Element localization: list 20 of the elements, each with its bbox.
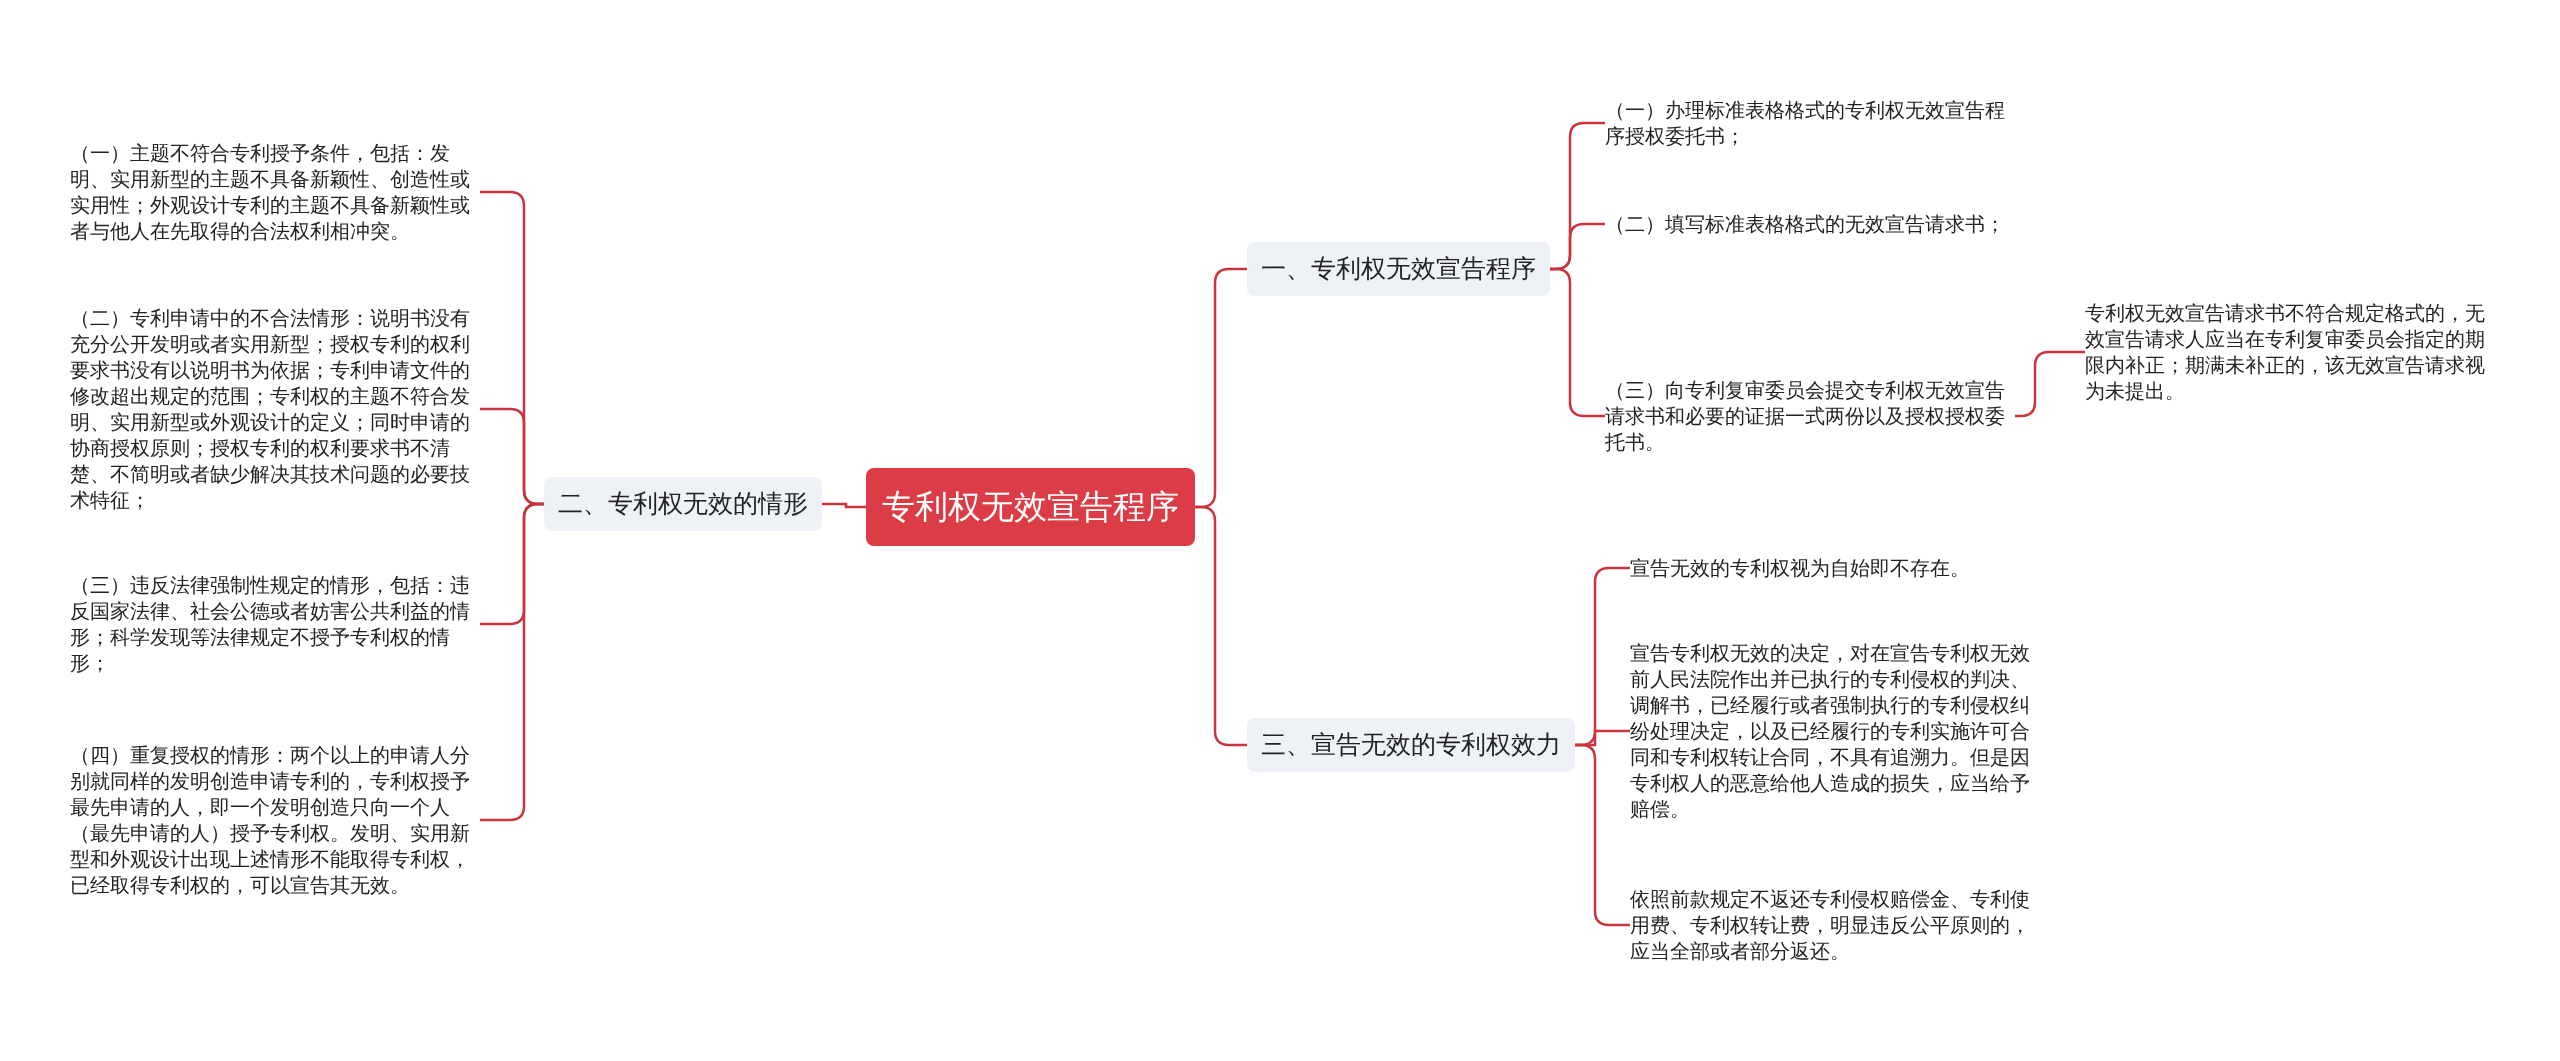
topic-text: （三）违反法律强制性规定的情形，包括：违反国家法律、社会公德或者妨害公共利益的情形；科学发现等法律规定不授予专利权的情形； (70, 572, 480, 676)
topic-text: 专利权无效宣告请求书不符合规定格式的，无效宣告请求人应当在专利复审委员会指定的期限内补正；期满未补正的，该无效宣告请求视为未提出。 (2085, 300, 2495, 404)
topic-text: （二）填写标准表格格式的无效宣告请求书； (1605, 211, 2015, 237)
topic-text: 依照前款规定不返还专利侵权赔偿金、专利使用费、专利权转让费，明显违反公平原则的，应当全部或者部分返还。 (1630, 886, 2040, 964)
root-box: 专利权无效宣告程序 (866, 468, 1195, 546)
connector-line (822, 502, 866, 509)
topic-text: （三）向专利复审委员会提交专利权无效宣告请求书和必要的证据一式两份以及授权授权委托书。 (1605, 377, 2015, 455)
topic-text: 宣告无效的专利权视为自始即不存在。 (1630, 555, 2040, 581)
topic-text: 宣告专利权无效的决定，对在宣告专利权无效前人民法院作出并已执行的专利侵权的判决、调解书，已经履行或者强制执行的专利侵权纠纷处理决定，以及已经履行的专利实施许可合同和专利权转让合同，不具有追溯力。但是因专利权人的恶意给他人造成的损失，应当给予赔偿。 (1630, 640, 2040, 822)
connector-line (480, 502, 544, 822)
topic-text: （四）重复授权的情形：两个以上的申请人分别就同样的发明创造申请专利的，专利权授予最先申请的人，即一个发明创造只向一个人（最先申请的人）授予专利权。发明、实用新型和外观设计出现上述情形不能取得专利权，已经取得专利权的，可以宣告其无效。 (70, 742, 480, 898)
topic-box: 二、专利权无效的情形 (544, 477, 822, 531)
topic-box: 三、宣告无效的专利权效力 (1247, 718, 1575, 772)
connector-line (2015, 350, 2085, 418)
connector-line (1550, 267, 1605, 418)
topic-box: 一、专利权无效宣告程序 (1247, 242, 1550, 296)
connector-line (1575, 743, 1630, 927)
topic-text: （一）主题不符合专利授予条件，包括：发明、实用新型的主题不具备新颖性、创造性或实用性；外观设计专利的主题不具备新颖性或者与他人在先取得的合法权利相冲突。 (70, 140, 480, 244)
topic-text: （二）专利申请中的不合法情形：说明书没有充分公开发明或者实用新型；授权专利的权利要求书没有以说明书为依据；专利申请文件的修改超出规定的范围；专利权的主题不符合发明、实用新型或外观设计的定义；同时申请的协商授权原则；授权专利的权利要求书不清楚、不简明或者缺少解决其技术问题的必要技术特征； (70, 305, 480, 513)
topic-text: （一）办理标准表格格式的专利权无效宣告程序授权委托书； (1605, 97, 2015, 149)
